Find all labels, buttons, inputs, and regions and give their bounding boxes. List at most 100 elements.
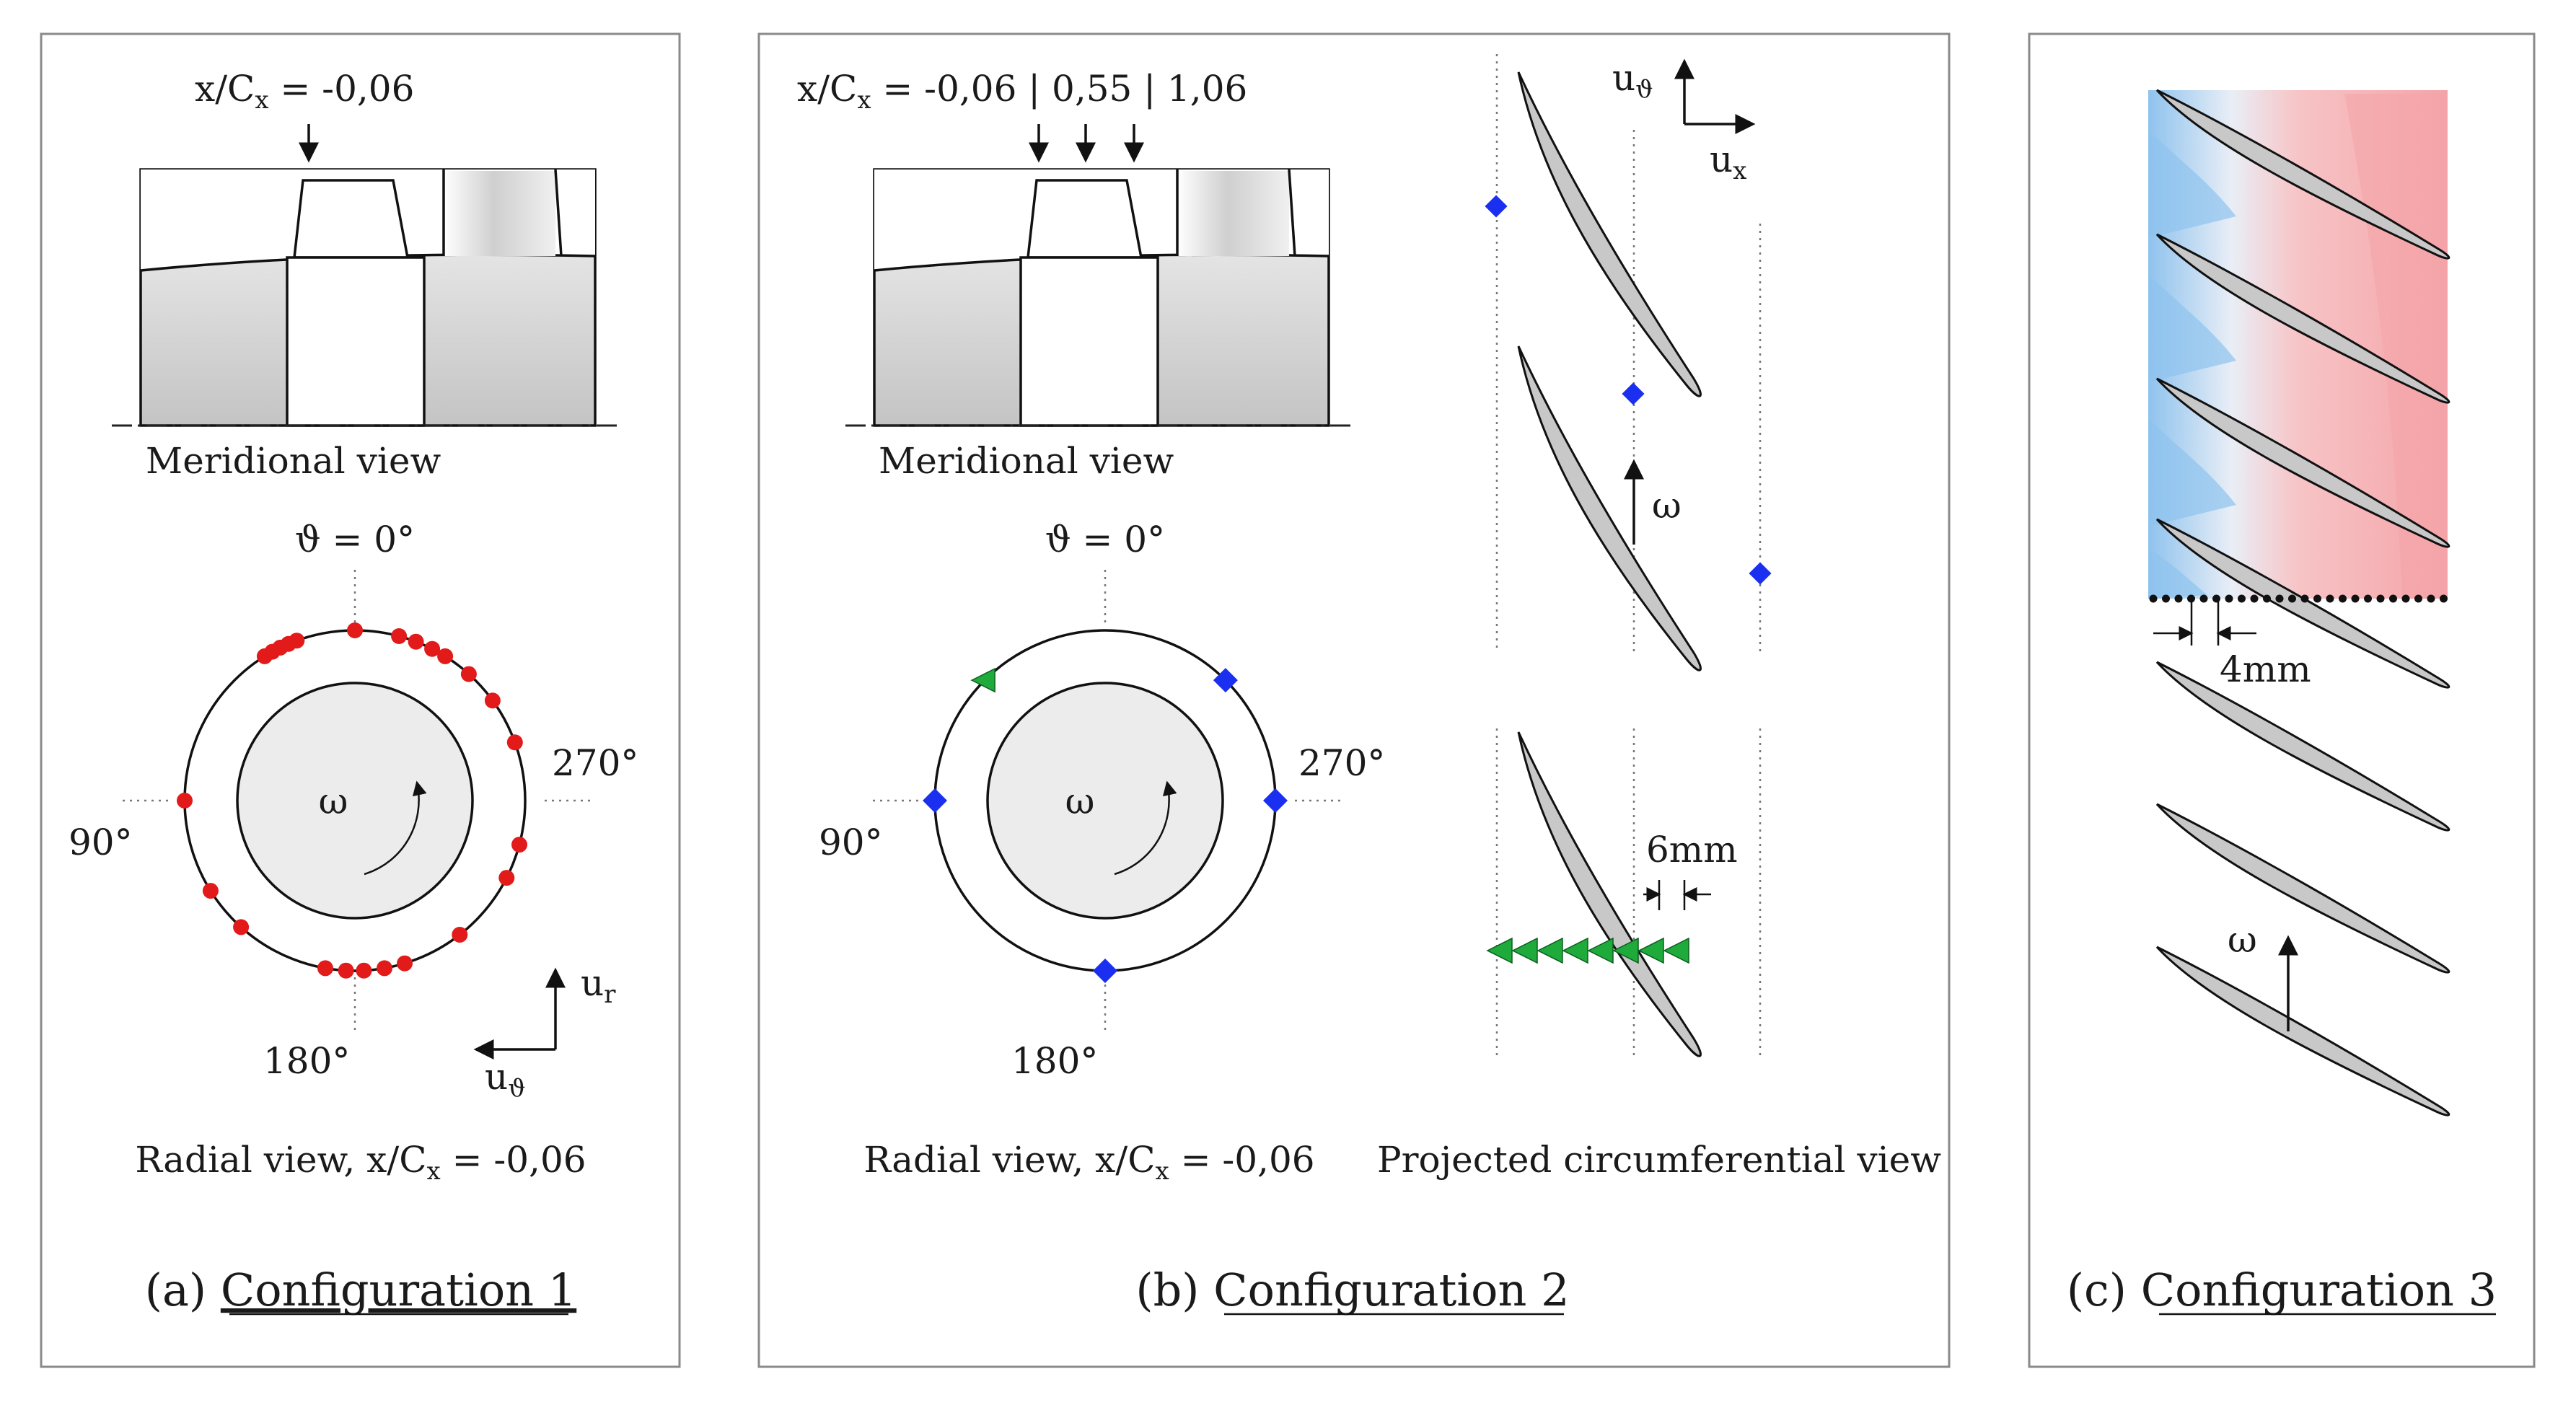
panel-a-probe-24 — [391, 628, 408, 644]
panel-b-caption: (b) Configuration 2 — [1135, 1264, 1569, 1316]
panel-b-xc-label: x/Cx = -0,06 | 0,55 | 1,06 — [797, 68, 1247, 115]
panel-a-theta-zero: ϑ = 0° — [295, 519, 415, 560]
panel-c-spacing-4mm — [2153, 599, 2256, 646]
panel-a-probe-19 — [484, 692, 501, 709]
panel-c-blade-3 — [2155, 377, 2450, 548]
panel-b-theta-zero: ϑ = 0° — [1045, 519, 1165, 560]
panel-c-measurement-point — [2364, 594, 2372, 603]
panel-b-radial-caption: Radial view, x/Cx = -0,06 — [863, 1139, 1314, 1186]
panel-c-measurement-point — [2414, 594, 2422, 603]
panel-c-blade-4 — [2155, 518, 2450, 689]
panel-a-probe-18 — [506, 734, 523, 751]
panel-a-probe-17 — [511, 837, 527, 853]
panel-c-measurement-point — [2427, 594, 2435, 603]
panel-c-blade-6 — [2155, 803, 2450, 974]
panel-b-angle-180: 180° — [1011, 1040, 1098, 1082]
panel-b-blue-probe-3 — [1263, 788, 1288, 813]
panel-b: x/Cx = -0,06 | 0,55 | 1,06 Meridional vi… — [757, 32, 1951, 1368]
panel-b-circ-probe-mid — [1622, 382, 1645, 405]
panel-c-measurement-point — [2300, 594, 2309, 603]
panel-c-measurement-point — [2288, 594, 2296, 603]
panel-a-meridional-view — [112, 168, 620, 427]
panel-a-probe-15 — [452, 927, 468, 943]
panel-a-rotor-hub — [236, 682, 474, 920]
panel-b-omega: ω — [1065, 780, 1095, 822]
panel-b-angle-270: 270° — [1298, 742, 1385, 784]
panel-a-caption: (a) Configuration 1 — [145, 1264, 577, 1316]
panel-a-angle-270: 270° — [552, 742, 638, 784]
panel-b-spacing-6mm-label: 6mm — [1646, 829, 1738, 871]
panel-c: 4mm ω (c) Configuration 3 — [2028, 32, 2536, 1368]
panel-b-circ-probe-te — [1749, 562, 1772, 585]
panel-b-omega-circ: ω — [1652, 485, 1682, 527]
panel-c-measurement-point — [2149, 594, 2158, 603]
panel-b-blade-2 — [1517, 345, 1702, 671]
panel-b-blue-probe-1 — [923, 788, 947, 813]
panel-a-probe-16 — [498, 870, 515, 886]
panel-c-measurement-point — [2401, 594, 2410, 603]
panel-a-probe-14 — [397, 955, 413, 972]
panel-c-measurement-point — [2263, 594, 2271, 603]
panel-c-measurement-point — [2326, 594, 2334, 603]
panel-a-probe-21 — [437, 648, 454, 664]
panel-c-measurement-point — [2225, 594, 2233, 603]
panel-c-caption: (c) Configuration 3 — [2067, 1264, 2497, 1316]
panel-c-spacing-4mm-label: 4mm — [2220, 648, 2311, 690]
panel-c-measurement-point — [2212, 594, 2220, 603]
panel-b-green-probe-row — [1486, 937, 1689, 964]
panel-c-measurement-point — [2376, 594, 2385, 603]
panel-b-rotor-hub — [986, 682, 1224, 920]
panel-c-measurement-point — [2339, 594, 2347, 603]
panel-c-measurement-line — [2149, 594, 2448, 603]
panel-b-utheta-label: uϑ — [1612, 57, 1653, 104]
panel-a-probe-9 — [233, 919, 250, 935]
panel-b-rotation-arrow — [1114, 780, 1177, 876]
panel-c-blade-7 — [2155, 946, 2450, 1116]
panel-b-ux-label: ux — [1710, 138, 1746, 185]
panel-c-measurement-point — [2351, 594, 2360, 603]
panel-b-velocity-axes — [1674, 58, 1756, 134]
panel-c-measurement-point — [2174, 594, 2183, 603]
panel-c-measurement-point — [2275, 594, 2284, 603]
panel-a-probe-12 — [356, 962, 372, 979]
panel-a-xc-label: x/Cx = -0,06 — [195, 68, 414, 115]
panel-a-probe-23 — [408, 633, 424, 650]
panel-a-coordinate-axes — [473, 967, 566, 1060]
panel-b-meridional-view — [845, 168, 1354, 427]
panel-a-angle-90: 90° — [69, 822, 133, 863]
panel-c-measurement-point — [2162, 594, 2170, 603]
panel-b-blade-3 — [1517, 731, 1702, 1057]
panel-a-utheta-label: uϑ — [485, 1056, 526, 1103]
panel-b-probes — [923, 667, 1288, 983]
panel-c-measurement-point — [2199, 594, 2208, 603]
panel-a-probe-7 — [177, 793, 193, 809]
panel-a-angle-180: 180° — [263, 1040, 350, 1082]
panel-b-blue-probe-2 — [1093, 959, 1117, 983]
panel-c-blade-1 — [2155, 89, 2450, 260]
panel-b-spacing-6mm — [1643, 880, 1711, 910]
panel-a-rotation-arrow — [364, 780, 427, 876]
panel-c-measurement-point — [2250, 594, 2259, 603]
panel-c-blade-2 — [2155, 233, 2450, 404]
panel-a-probe-6 — [256, 648, 273, 664]
panel-c-measurement-point — [2389, 594, 2397, 603]
panel-b-green-row-probe-8 — [1663, 937, 1689, 964]
panel-a-radial-view: ϑ = 0° 90° 270° 180° ω ur uϑ — [69, 519, 638, 1103]
panel-b-circumferential-view: ω uϑ ux 6mm — [1485, 54, 1772, 1060]
panel-b-angle-90: 90° — [819, 822, 883, 863]
panel-b-circ-caption: Projected circumferential view — [1377, 1139, 1941, 1181]
panel-b-blade-1 — [1517, 71, 1702, 397]
panel-a-probe-13 — [377, 960, 392, 977]
panel-a-probe-10 — [317, 960, 333, 977]
panel-a-omega: ω — [319, 780, 348, 822]
panel-b-green-probe — [970, 667, 995, 693]
panel-b-blue-probe-4 — [1213, 668, 1238, 693]
panel-a-probe-8 — [202, 883, 219, 899]
panel-b-radial-view: ϑ = 0° 90° 270° 180° ω — [819, 519, 1385, 1082]
panel-a-probe-1 — [347, 622, 363, 638]
panel-c-measurement-point — [2440, 594, 2448, 603]
panel-a-probes — [177, 622, 527, 979]
panel-a-meridional-label: Meridional view — [146, 440, 441, 482]
panel-c-measurement-point — [2313, 594, 2321, 603]
